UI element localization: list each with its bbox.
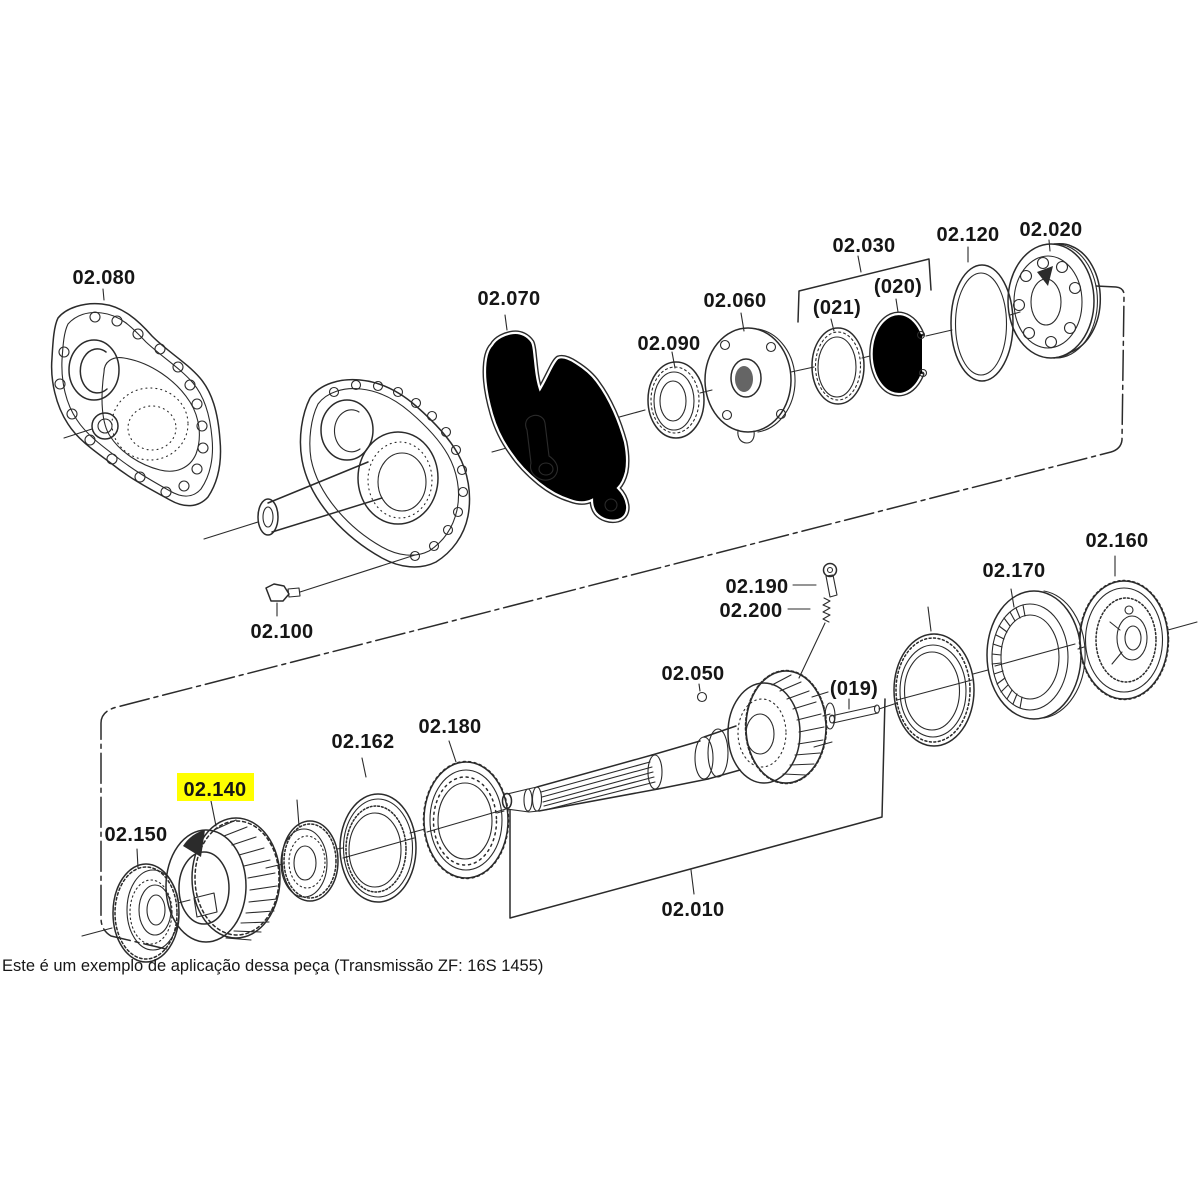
- bolt-holes-02080: [54, 311, 209, 498]
- axis-lines: [63, 311, 1198, 937]
- o-ring-02120: [950, 264, 1014, 382]
- gasket-02070: [482, 330, 630, 524]
- group-frame-02010: [509, 698, 886, 919]
- synchro-ring-unlabeled: [893, 606, 975, 747]
- shaft-splines: [540, 761, 656, 811]
- sliding-sleeve-02170: [986, 590, 1086, 720]
- part-label-02-050: 02.050: [662, 663, 725, 685]
- part-label-021: (021): [813, 297, 861, 319]
- part-label-02-180: 02.180: [419, 716, 482, 738]
- part-label-02-010: 02.010: [662, 899, 725, 921]
- part-label-02-162: 02.162: [332, 731, 395, 753]
- part-label-02-160: 02.160: [1086, 530, 1149, 552]
- ring-021: [811, 327, 865, 405]
- label-leader-lines: [102, 239, 1116, 869]
- part-labels: 02.080 02.070 02.090 02.060 02.030 (021)…: [73, 219, 1149, 921]
- seal-ring-02090: [647, 361, 705, 439]
- internal-teeth-02170: [991, 604, 1026, 709]
- snap-ring-020: [869, 311, 928, 397]
- bearing-02020: [1007, 243, 1102, 359]
- helical-teeth-02140: [213, 819, 278, 941]
- part-label-02-190: 02.190: [726, 576, 789, 598]
- part-label-02-120: 02.120: [937, 224, 1000, 246]
- bracket-02030: [797, 258, 932, 323]
- synchro-ring-02162: [339, 793, 417, 903]
- part-label-02-080: 02.080: [73, 267, 136, 289]
- housing-cover-with-sleeve: [257, 378, 471, 568]
- housing-cover-02080: [50, 302, 222, 507]
- part-label-02-100: 02.100: [251, 621, 314, 643]
- part-label-02-170: 02.170: [983, 560, 1046, 582]
- group-frame-upper: [100, 285, 1125, 950]
- clutch-gear-02160: [1078, 579, 1170, 701]
- part-label-02-150: 02.150: [105, 824, 168, 846]
- bolt-02100: [265, 554, 416, 602]
- bolt-holes-housing2: [328, 379, 469, 562]
- gear-02150: [112, 863, 180, 963]
- gear-02140-highlighted: [165, 817, 281, 943]
- part-label-02-090: 02.090: [638, 333, 701, 355]
- part-label-019: (019): [830, 678, 878, 700]
- part-label-02-070: 02.070: [478, 288, 541, 310]
- highlight-box-02140: [177, 773, 254, 801]
- helical-teeth-shaft-gear: [771, 674, 825, 776]
- part-label-020: (020): [874, 276, 922, 298]
- marker-02050: [696, 691, 708, 703]
- detent-bolt-02190: [822, 562, 838, 598]
- part-label-02-060: 02.060: [704, 290, 767, 312]
- small-gear-unlabeled: [280, 820, 339, 902]
- part-label-02-200: 02.200: [720, 600, 783, 622]
- bearing-balls: [1012, 256, 1082, 349]
- detent-spring-02200: [798, 597, 831, 679]
- input-shaft: [501, 669, 836, 813]
- part-label-02-030: 02.030: [833, 235, 896, 257]
- part-label-02-140-highlighted: 02.140: [184, 779, 247, 801]
- part-label-02-020: 02.020: [1020, 219, 1083, 241]
- diagram-caption: Este é um exemplo de aplicação dessa peç…: [2, 957, 543, 975]
- pin-019: [828, 704, 881, 724]
- flange-02060: [704, 327, 796, 444]
- clutch-ring-02180: [422, 760, 510, 880]
